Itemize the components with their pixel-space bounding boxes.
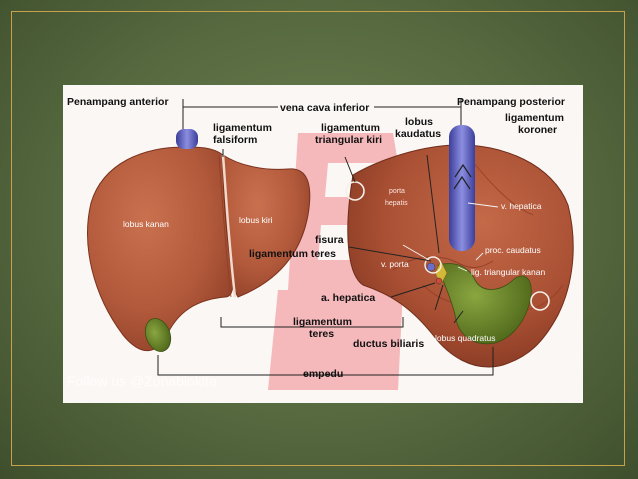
liver-anatomy-figure: Penampang anterior vena cava inferior Pe… [63,85,583,403]
label-ligamentum-falsiform-line2: falsiform [213,134,257,146]
label-empedu: empedu [303,368,343,380]
label-vena-cava-inferior: vena cava inferior [280,102,369,114]
label-lobus-kaudatus-line1: lobus [405,116,433,128]
logo-watermark-shape [268,133,403,390]
label-ligamentum-teres-lower-line2: teres [309,328,334,340]
liver-diagram: Penampang anterior vena cava inferior Pe… [67,96,574,390]
label-porta-hepatis-line1: porta [389,188,405,195]
label-v-hepatica: v. hepatica [501,201,542,211]
label-ligamentum-teres-upper: ligamentum teres [249,248,336,260]
label-ligamentum-koroner-line2: koroner [518,124,557,136]
label-ductus-biliaris: ductus biliaris [353,338,424,350]
posterior-liver [345,125,574,368]
label-ligamentum-falsiform-line1: ligamentum [213,122,272,134]
anterior-liver [87,129,311,352]
label-proc-caudatus: proc. caudatus [485,245,541,255]
label-ligamentum-teres-lower-line1: ligamentum [293,316,352,328]
label-ligamentum-triangular-kiri-line1: ligamentum [321,122,380,134]
label-lobus-quadratus: lobus quadratus [435,333,496,343]
label-lig-triangular-kanan: lig. triangular kanan [471,267,545,277]
leader-lines [157,99,494,376]
label-porta-hepatis-line2: hepatis [385,200,408,207]
label-lobus-kaudatus-line2: kaudatus [395,128,441,140]
label-ligamentum-triangular-kiri-line2: triangular kiri [315,134,382,146]
label-ligamentum-koroner-line1: ligamentum [505,112,564,124]
label-v-porta: v. porta [381,259,409,269]
label-lobus-kiri: lobus kiri [239,215,273,225]
label-a-hepatica: a. hepatica [321,292,375,304]
label-lobus-kanan: lobus kanan [123,219,169,229]
white-leader-lines [402,202,499,272]
watermark-text: Follow us @Zonabiokita [67,373,217,389]
label-fisura: fisura [315,234,344,246]
label-penampang-posterior: Penampang posterior [457,96,565,108]
slide-frame [11,11,625,466]
label-penampang-anterior: Penampang anterior [67,96,169,108]
